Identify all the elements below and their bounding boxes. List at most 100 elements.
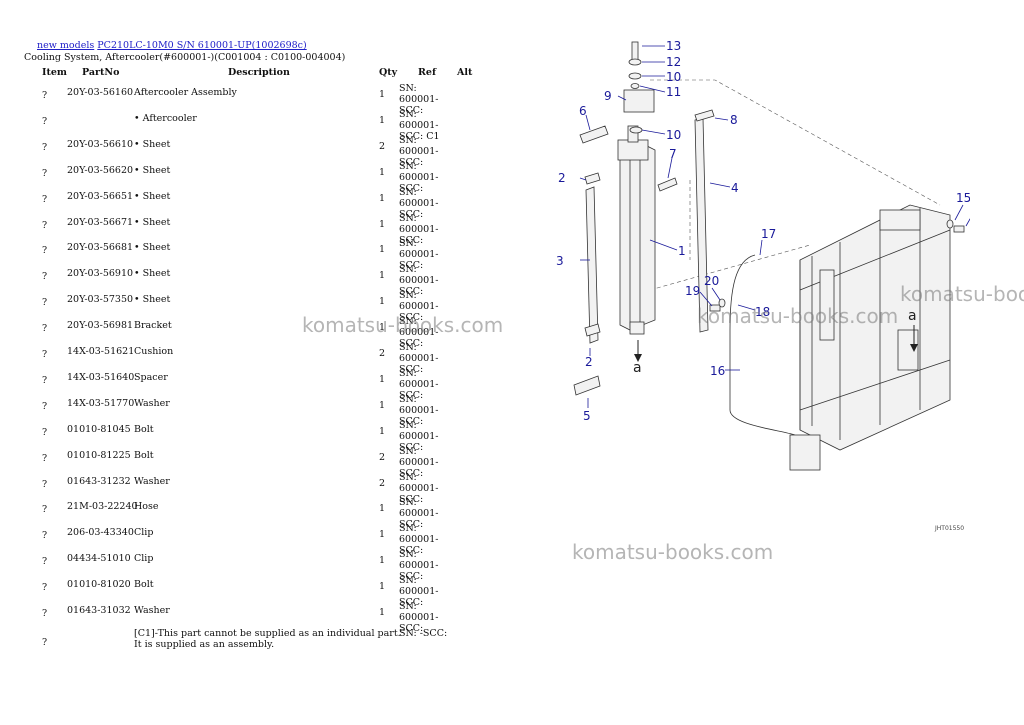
row-ref: SN: 600001-SCC: bbox=[399, 83, 439, 116]
row-qty: 1 bbox=[379, 322, 386, 334]
callout-13[interactable]: 13 bbox=[666, 39, 681, 53]
note-ref: SN: -SCC: bbox=[399, 627, 448, 639]
col-alt: Alt bbox=[457, 67, 473, 78]
row-ref: SN: 600001-SCC: bbox=[399, 549, 439, 583]
row-ref: SN: 600001-SCC: bbox=[399, 393, 439, 427]
row-ref: SN: 600001-SCC: bbox=[399, 316, 439, 350]
row-description: Hose bbox=[134, 501, 159, 513]
row-partno: 206-03-43340 bbox=[67, 527, 134, 539]
callout-19[interactable]: 19 bbox=[685, 284, 700, 298]
row-qty: 2 bbox=[379, 451, 386, 463]
row-qty: 1 bbox=[379, 270, 386, 282]
callout-9[interactable]: 9 bbox=[604, 89, 612, 103]
row-item: ? bbox=[42, 141, 48, 153]
hose-16 bbox=[729, 254, 796, 436]
row-item: ? bbox=[42, 297, 48, 309]
cushion-2-top bbox=[584, 172, 601, 185]
col-ref: Ref bbox=[418, 67, 437, 78]
sheet-3 bbox=[585, 186, 599, 344]
sheet-6 bbox=[579, 125, 609, 144]
sheet-8 bbox=[694, 109, 715, 122]
row-qty: 1 bbox=[379, 166, 386, 178]
bolt-19 bbox=[709, 304, 721, 312]
row-ref: SN: 600001-SCC: C1 bbox=[399, 108, 440, 142]
row-description: • Sheet bbox=[134, 294, 171, 306]
callout-11[interactable]: 11 bbox=[666, 85, 681, 99]
row-description: • Sheet bbox=[134, 268, 171, 280]
callout-4[interactable]: 4 bbox=[731, 181, 739, 195]
breadcrumb-link-new-models[interactable]: new models bbox=[37, 40, 95, 51]
note-line-1: [C1]-This part cannot be supplied as an … bbox=[134, 627, 401, 639]
callout-7[interactable]: 7 bbox=[669, 147, 677, 161]
table-header: Item PartNo Description Qty Ref Alt bbox=[0, 67, 520, 79]
bracket-5 bbox=[573, 375, 601, 396]
note-line-2: It is supplied as an assembly. bbox=[134, 638, 275, 650]
row-description: • Sheet bbox=[134, 164, 171, 176]
callout-10-top[interactable]: 10 bbox=[666, 70, 681, 84]
row-qty: 1 bbox=[379, 89, 386, 100]
row-partno: 14X-03-51621 bbox=[67, 346, 135, 357]
row-item: ? bbox=[42, 90, 48, 101]
callout-6[interactable]: 6 bbox=[579, 104, 587, 118]
row-partno: 20Y-03-56981 bbox=[67, 320, 134, 332]
callout-17[interactable]: 17 bbox=[761, 227, 776, 241]
callout-8[interactable]: 8 bbox=[730, 113, 738, 127]
callout-15[interactable]: 15 bbox=[956, 191, 971, 205]
row-qty: 1 bbox=[379, 218, 386, 230]
row-item: ? bbox=[42, 374, 48, 386]
bolt-13 bbox=[631, 41, 639, 61]
callout-18[interactable]: 18 bbox=[755, 305, 770, 319]
row-description: Washer bbox=[134, 397, 170, 409]
callout-2-top[interactable]: 2 bbox=[558, 171, 566, 185]
callout-3[interactable]: 3 bbox=[556, 254, 564, 268]
callout-1[interactable]: 1 bbox=[678, 244, 686, 258]
note-row: ? [C1]-This part cannot be supplied as an… bbox=[0, 628, 520, 656]
row-ref: SN: 600001-SCC: bbox=[399, 445, 439, 479]
row-partno: 01010-81045 bbox=[67, 423, 131, 435]
row-ref: SN: 600001-SCC: bbox=[399, 160, 439, 194]
callout-16[interactable]: 16 bbox=[710, 364, 725, 378]
row-item: ? bbox=[42, 271, 48, 283]
washer-10 bbox=[628, 72, 642, 80]
row-description: Bracket bbox=[134, 320, 172, 332]
row-description: Clip bbox=[134, 527, 154, 539]
row-description: Clip bbox=[134, 553, 154, 565]
row-partno: 01010-81020 bbox=[67, 579, 131, 591]
callout-10-bottom[interactable]: 10 bbox=[666, 128, 681, 142]
row-qty: 1 bbox=[379, 581, 386, 593]
radiator-frame bbox=[799, 204, 951, 451]
row-item: ? bbox=[42, 245, 48, 257]
callout-20[interactable]: 20 bbox=[704, 274, 719, 288]
row-item: ? bbox=[42, 452, 48, 464]
col-item: Item bbox=[42, 67, 67, 78]
callout-2-bottom[interactable]: 2 bbox=[585, 355, 593, 369]
callout-5[interactable]: 5 bbox=[583, 409, 591, 423]
breadcrumb-link-model[interactable]: PC210LC-10M0 S/N 610001-UP(1002698c) bbox=[97, 40, 307, 51]
note-item: ? bbox=[42, 636, 48, 648]
row-qty: 2 bbox=[379, 477, 386, 489]
row-partno: 20Y-03-56610 bbox=[67, 138, 134, 150]
callout-12[interactable]: 12 bbox=[666, 55, 681, 69]
row-partno: 14X-03-51640 bbox=[67, 371, 135, 383]
